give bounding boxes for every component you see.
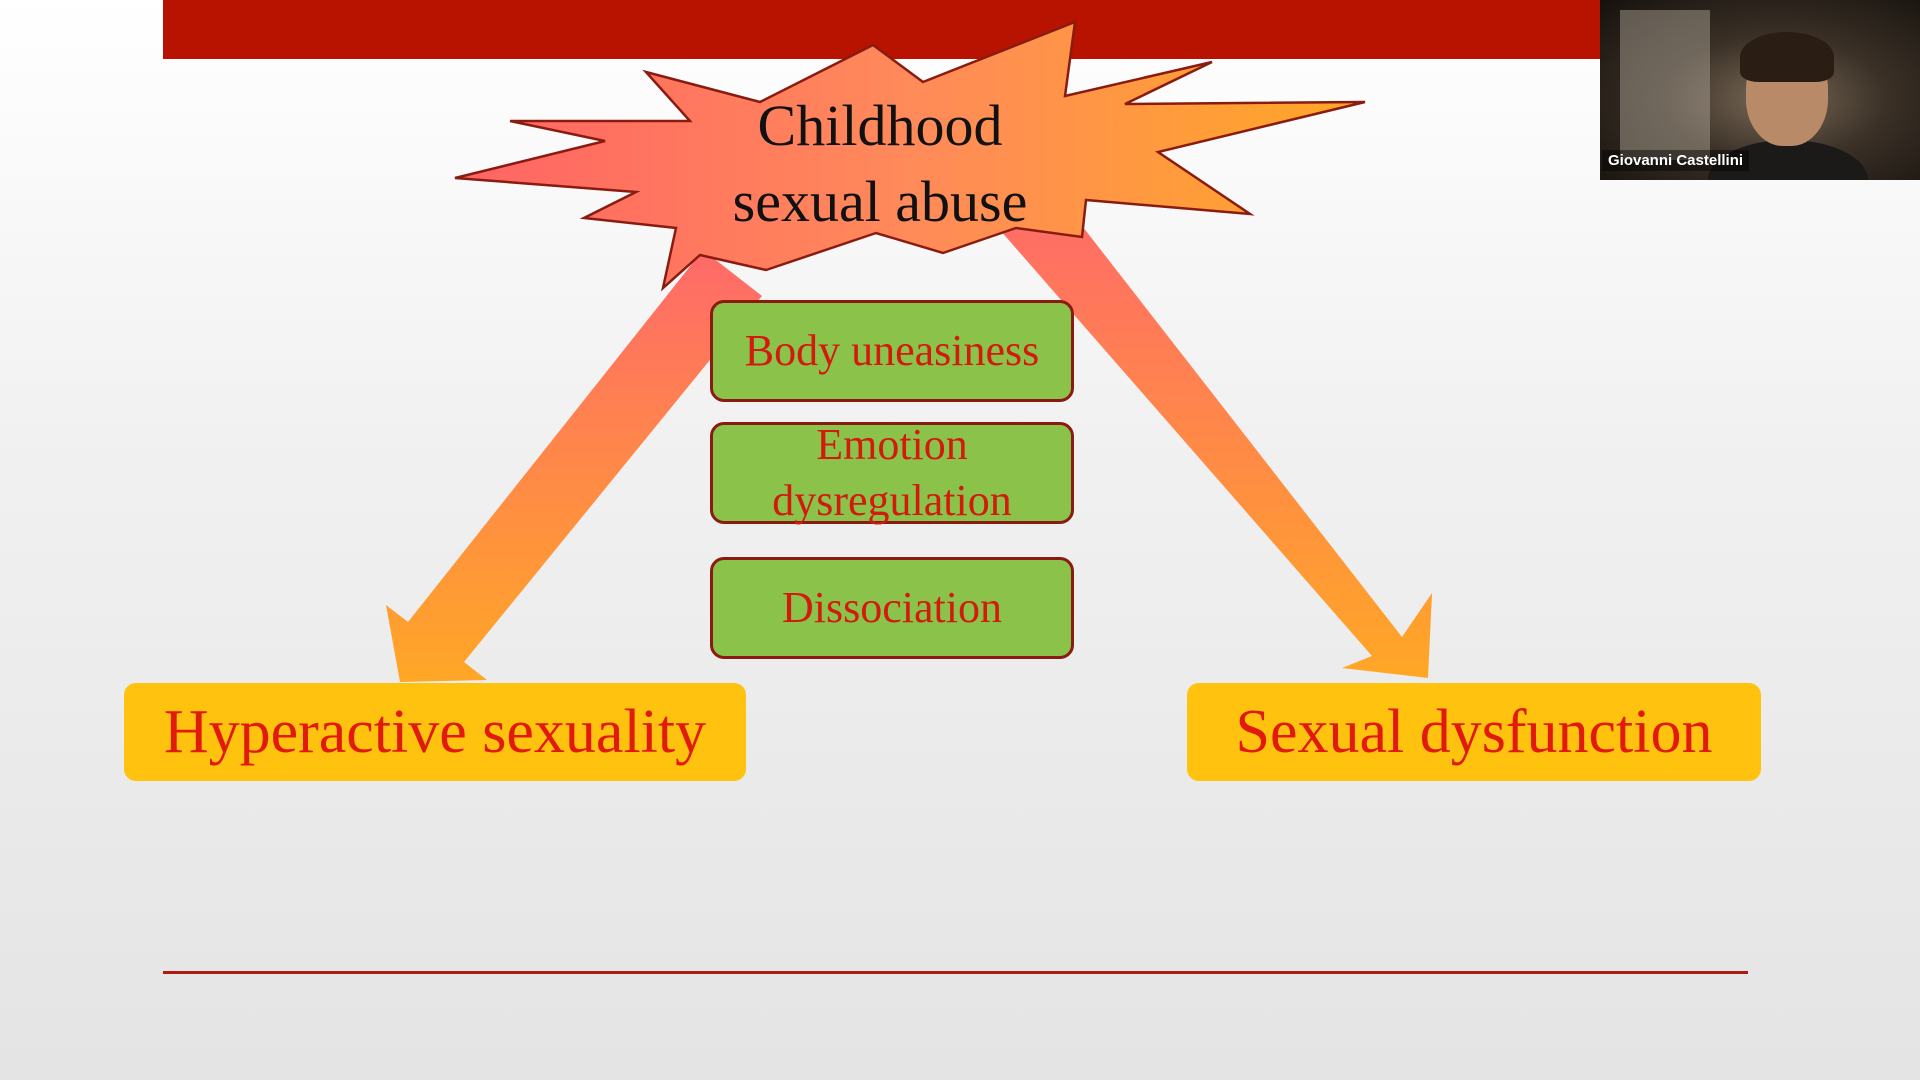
participant-hair <box>1740 32 1834 82</box>
left-arrow <box>386 250 762 682</box>
slide-header-bar <box>163 0 1600 59</box>
participant-name-label: Giovanni Castellini <box>1602 150 1750 171</box>
mediator-body-uneasiness: Body uneasiness <box>710 300 1074 402</box>
outcome-sexual-dysfunction: Sexual dysfunction <box>1187 683 1761 781</box>
right-arrow <box>1000 195 1432 678</box>
video-background <box>1620 10 1710 160</box>
slide-footer-rule <box>163 971 1748 974</box>
participant-video-tile[interactable]: Giovanni Castellini <box>1600 0 1920 180</box>
slide-title: Childhood sexual abuse <box>732 93 1028 234</box>
explosion-burst <box>454 20 1366 292</box>
mediator-dissociation: Dissociation <box>710 557 1074 659</box>
mediator-emotion-dysregulation: Emotion dysregulation <box>710 420 1074 525</box>
outcome-hyperactive-sexuality: Hyperactive sexuality <box>124 683 746 781</box>
